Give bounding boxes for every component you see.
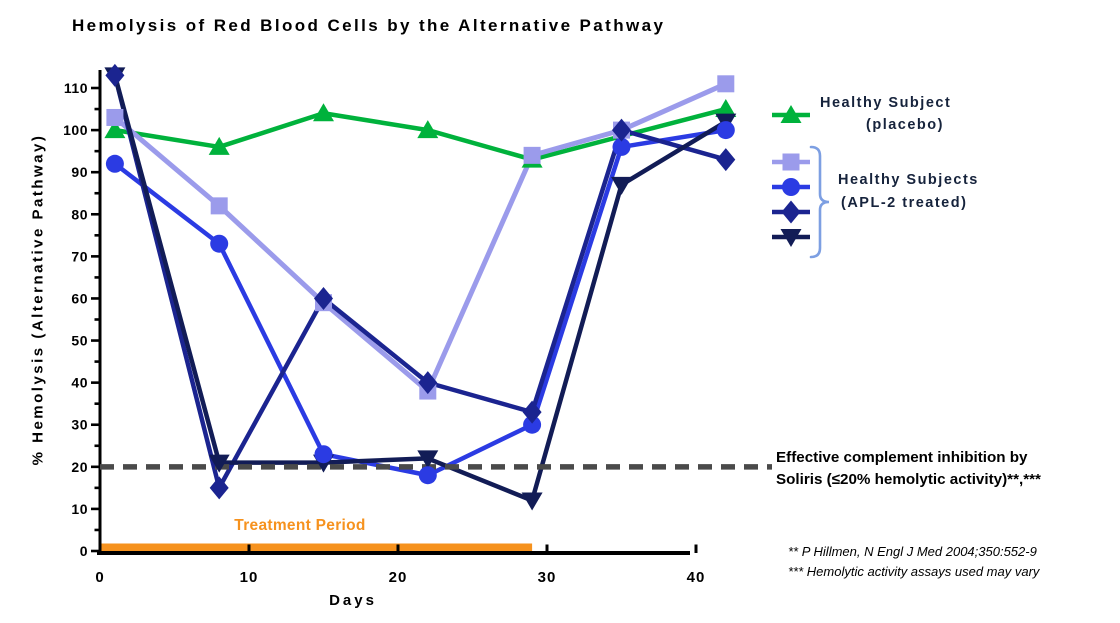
x-tick-label: 30 [538, 569, 557, 586]
threshold-annotation: Effective complement inhibition by Solir… [776, 447, 1116, 491]
marker-circle [210, 234, 229, 253]
marker-circle [418, 466, 437, 485]
y-tick-label: 30 [71, 417, 88, 433]
marker-circle [716, 121, 735, 140]
legend-marker-triangle-down-icon [772, 229, 810, 247]
legend-label-placebo-line2: (placebo) [866, 117, 944, 133]
marker-triangle-up [417, 120, 439, 139]
x-tick-label: 20 [389, 569, 408, 586]
chart-title: Hemolysis of Red Blood Cells by the Alte… [72, 16, 666, 35]
marker-circle [314, 445, 333, 464]
legend-marker-circle-icon [772, 178, 810, 196]
marker-triangle-up [780, 105, 802, 123]
y-tick-label: 10 [71, 501, 88, 517]
marker-diamond [781, 200, 801, 224]
footnote-line1: ** P Hillmen, N Engl J Med 2004;350:552-… [788, 544, 1037, 559]
treatment-period-bar [100, 543, 533, 551]
x-axis-label: Days [329, 592, 377, 609]
marker-square [210, 197, 228, 215]
marker-triangle-up [715, 99, 737, 118]
y-tick-label: 20 [71, 459, 88, 475]
legend-bracket-icon [809, 145, 830, 259]
y-tick-label: 90 [71, 164, 88, 180]
marker-triangle-up [208, 136, 230, 155]
y-tick-label: 50 [71, 333, 88, 349]
marker-square [782, 153, 800, 171]
footnote-line2: *** Hemolytic activity assays used may v… [788, 564, 1040, 579]
y-tick-label: 110 [64, 80, 88, 96]
marker-triangle-up [104, 120, 126, 139]
marker-square [717, 75, 735, 93]
marker-diamond [716, 148, 736, 172]
y-tick-label: 100 [63, 122, 88, 138]
marker-diamond [209, 476, 229, 500]
marker-triangle-down [611, 176, 632, 195]
legend-label-placebo-line1: Healthy Subject [820, 95, 952, 111]
x-tick-label: 40 [687, 569, 706, 586]
marker-circle [105, 154, 124, 173]
marker-diamond [418, 371, 438, 395]
y-tick-label: 80 [71, 206, 88, 222]
marker-square [106, 108, 124, 126]
y-tick-label: 60 [71, 290, 88, 306]
marker-triangle-down [780, 229, 802, 247]
footnotes: ** P Hillmen, N Engl J Med 2004;350:552-… [788, 542, 1039, 582]
marker-triangle-down [208, 454, 230, 473]
legend-marker-placebo-triangle-icon [772, 105, 810, 123]
y-tick-label: 70 [71, 248, 88, 264]
marker-square [523, 146, 541, 164]
marker-triangle-down [417, 450, 439, 469]
legend-marker-square-icon [772, 153, 810, 171]
legend-marker-diamond-icon [772, 200, 810, 224]
x-tick-label: 0 [95, 569, 104, 586]
y-tick-label: 40 [71, 375, 88, 391]
marker-diamond [105, 63, 125, 87]
threshold-annotation-line1: Effective complement inhibition by [776, 449, 1028, 466]
legend-label-treated-line2: (APL-2 treated) [841, 195, 968, 211]
y-tick-label: 0 [80, 543, 88, 559]
series-line-triangle-up [114, 106, 727, 162]
treatment-period-label: Treatment Period [234, 517, 366, 534]
threshold-annotation-line2: Soliris (≤20% hemolytic activity)**,*** [776, 471, 1041, 488]
marker-triangle-down [521, 492, 543, 511]
legend-label-treated-line1: Healthy Subjects [838, 172, 979, 188]
marker-diamond [314, 286, 333, 310]
marker-diamond [612, 118, 631, 142]
x-tick-label: 10 [240, 569, 259, 586]
marker-circle [523, 415, 542, 434]
marker-circle [782, 178, 800, 196]
y-axis-label: % Hemolysis (Alternative Pathway) [29, 133, 47, 466]
marker-circle [612, 137, 631, 156]
marker-triangle-up [313, 103, 334, 122]
marker-diamond [522, 400, 542, 424]
